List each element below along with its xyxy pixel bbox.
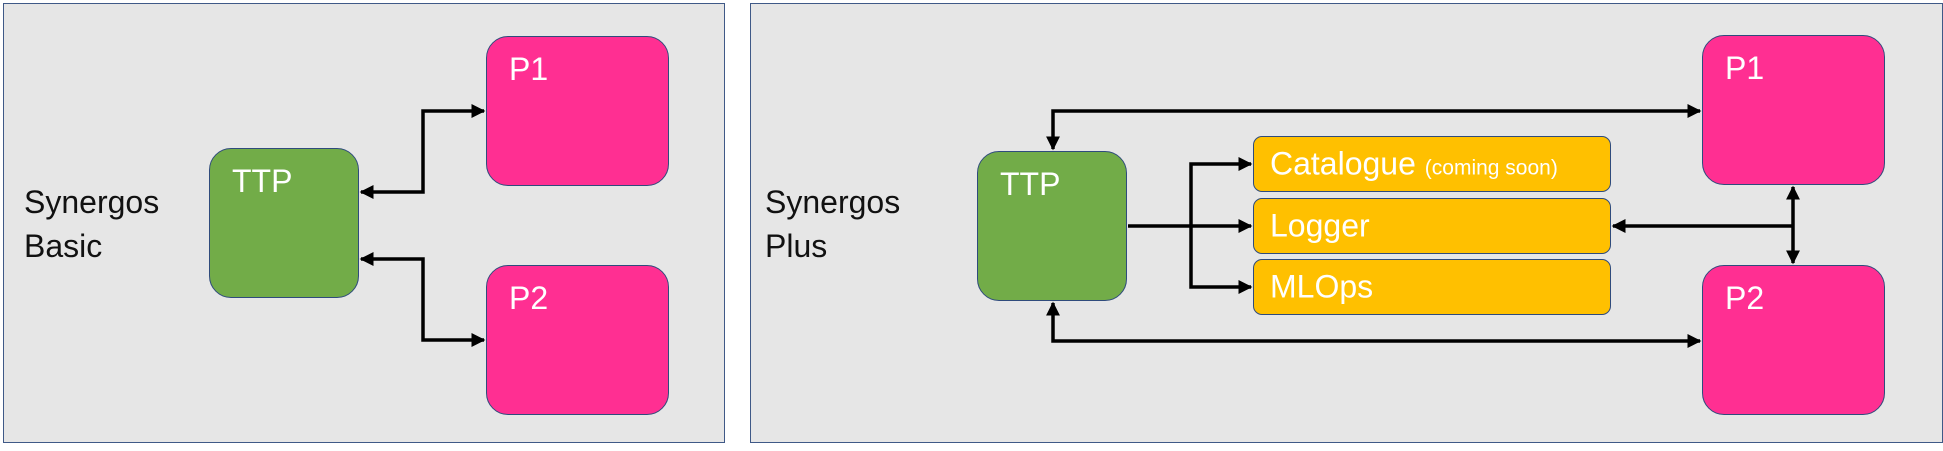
catalogue-label: Catalogue (coming soon)	[1270, 146, 1558, 183]
basic-ttp-p1-arrow	[359, 104, 486, 199]
basic-ttp-label: TTP	[232, 163, 293, 199]
plus-title-line1: Synergos	[765, 184, 901, 220]
plus-ttp-p2-arrow	[1046, 301, 1702, 348]
mlops-label: MLOps	[1270, 268, 1374, 305]
logger-component: Logger	[1253, 198, 1611, 254]
basic-ttp-p2-arrow	[359, 252, 486, 347]
logger-label: Logger	[1270, 207, 1370, 244]
plus-ttp-label: TTP	[1000, 166, 1061, 202]
plus-p2-label: P2	[1725, 280, 1765, 316]
catalogue-text: Catalogue	[1270, 145, 1416, 182]
basic-ttp-node: TTP	[209, 148, 359, 298]
basic-title-line2: Basic	[24, 228, 103, 264]
plus-p1-label: P1	[1725, 50, 1765, 86]
basic-p2-node: P2	[486, 265, 669, 415]
ttp-to-catalogue-arrow	[1189, 157, 1253, 226]
plus-p1-node: P1	[1702, 35, 1885, 185]
ttp-to-mlops-arrow	[1189, 226, 1253, 294]
basic-panel-title: Synergos Basic	[24, 180, 159, 268]
plus-panel-title: Synergos Plus	[765, 180, 900, 268]
plus-p2-node: P2	[1702, 265, 1885, 415]
basic-p1-label: P1	[509, 51, 549, 87]
plus-ttp-node: TTP	[977, 151, 1127, 301]
plus-ttp-p1-arrow	[1046, 104, 1702, 151]
basic-p1-node: P1	[486, 36, 669, 186]
catalogue-coming-soon-note: (coming soon)	[1424, 156, 1558, 180]
plus-title-line2: Plus	[765, 228, 828, 264]
basic-p2-label: P2	[509, 280, 549, 316]
basic-title-line1: Synergos	[24, 184, 160, 220]
